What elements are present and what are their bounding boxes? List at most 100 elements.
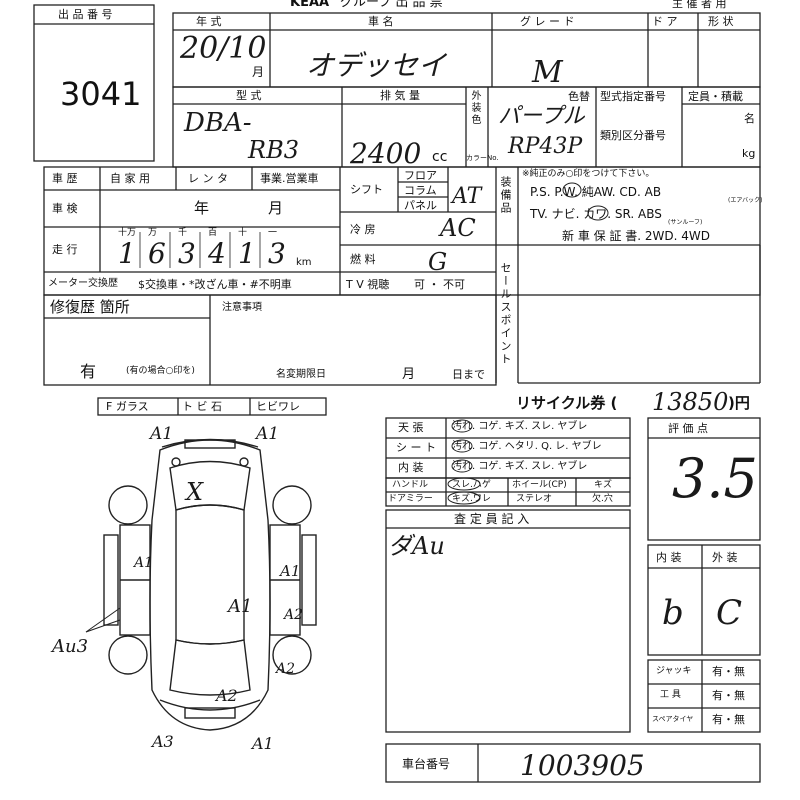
- displacement-value: 2400: [350, 137, 422, 170]
- repair-note: (有の場合○印を): [126, 366, 195, 376]
- exterior-grade-label: 外 装: [712, 551, 738, 564]
- tv-label: T V 視聴: [346, 278, 390, 291]
- form-title: グループ 出 品 票: [340, 0, 443, 10]
- mileage-unit: km: [296, 257, 312, 268]
- jack-value: 有・無: [712, 665, 745, 678]
- mileage-digit-5: 3: [268, 237, 286, 270]
- aircon-value: AC: [440, 214, 476, 242]
- aircon-label: 冷 房: [350, 223, 376, 236]
- mark-right-rear: A2: [284, 607, 304, 623]
- equip-line-1: P.S. P.W. 純AW. CD. AB: [530, 185, 662, 199]
- check-ceiling-label: 天 張: [398, 421, 424, 434]
- tools-label: 工 具: [660, 690, 681, 700]
- inspector-value: ダAu: [388, 532, 445, 560]
- sales-point-label: セールスポイント: [499, 262, 512, 366]
- color-change-label: 色替: [568, 90, 590, 103]
- exterior-color-label: 外装色: [469, 90, 480, 126]
- digit-label-1k: 千: [178, 228, 188, 238]
- interior-grade-value: b: [662, 593, 684, 633]
- mark-rear-right: A1: [252, 734, 274, 753]
- glass-f: F ガラス: [106, 400, 149, 413]
- mark-right-rear-2: A2: [276, 661, 296, 677]
- history-opt-business: 事業.営業車: [260, 172, 319, 185]
- mark-rear: A2: [216, 686, 238, 705]
- shift-value: AT: [452, 184, 482, 209]
- shift-opt-column: コラム: [404, 184, 437, 197]
- history-opt-rental: レ ン タ: [188, 172, 228, 185]
- tools-value: 有・無: [712, 689, 745, 702]
- check-interior-label: 内 装: [398, 461, 424, 474]
- check-mirror-label: ドアミラー: [388, 494, 433, 504]
- lot-label: 出 品 番 号: [58, 8, 113, 21]
- shape-label: 形 状: [708, 15, 734, 28]
- mileage-digit-1: 6: [148, 237, 166, 270]
- displacement-label: 排 気 量: [380, 89, 420, 102]
- check-ceiling-text: 汚れ. コゲ. キズ. スレ. ヤブレ: [452, 421, 588, 432]
- inspection-year: 年: [194, 199, 210, 217]
- glass-chip: ト ビ 石: [182, 400, 222, 413]
- spare-label: スペアタイヤ: [652, 715, 694, 723]
- tv-value: 可 ・ 不可: [414, 278, 465, 291]
- digit-label-10: 十: [238, 228, 248, 238]
- color-value: パープル: [498, 104, 585, 129]
- check-handle-c: キズ: [594, 480, 613, 490]
- inspector-label: 査 定 員 記 入: [454, 512, 530, 526]
- shift-opt-floor: フロア: [404, 169, 437, 182]
- lot-number: 3041: [60, 75, 142, 113]
- notes-label: 注意事項: [222, 302, 262, 313]
- equip-line-3: 新 車 保 証 書. 2WD. 4WD: [562, 229, 710, 243]
- cc-unit: cc: [432, 149, 448, 165]
- digit-label-100k: 十万: [118, 228, 137, 238]
- color-no-label: カラーNo.: [466, 154, 499, 162]
- inspection-month: 月: [268, 199, 284, 217]
- year-value: 20/10: [180, 31, 267, 66]
- spare-value: 有・無: [712, 713, 745, 726]
- deadline-month: 月: [402, 367, 416, 382]
- exterior-grade-value: C: [716, 593, 743, 633]
- spec-no-label: 型式指定番号: [600, 90, 666, 103]
- recycle-label: リサイクル券 (: [516, 394, 618, 412]
- brand-logo: KEAA: [290, 0, 330, 10]
- fuel-value: G: [428, 248, 448, 276]
- organizer-label: 主 催 者 用: [672, 0, 727, 10]
- equip-note: ※純正のみ○印をつけて下さい。: [522, 169, 655, 179]
- check-interior-text: 汚れ. コゲ. キズ. スレ. ヤブレ: [452, 461, 588, 472]
- mark-left-side: A1: [134, 555, 154, 571]
- equip-label: 装備品: [499, 176, 512, 215]
- check-mirror-c: 欠.穴: [592, 494, 613, 504]
- check-seat-text: 汚れ. コゲ. ヘタリ. Q. レ. ヤブレ: [452, 441, 602, 452]
- digit-label-10k: 万: [148, 228, 158, 238]
- jack-label: ジャッキ: [656, 666, 692, 676]
- deadline-label: 名変期限日: [276, 369, 326, 380]
- meter-label: メーター交換歴: [48, 278, 118, 289]
- mark-rear-left: A3: [152, 732, 174, 751]
- car-diagram: [103, 438, 317, 731]
- inspection-label: 車 検: [52, 202, 78, 215]
- mileage-digit-2: 3: [178, 237, 196, 270]
- grade-label: グ レ ー ド: [520, 15, 575, 28]
- type-value-2: RB3: [248, 136, 299, 164]
- deadline-until: 日まで: [452, 368, 485, 381]
- mark-roof: X: [186, 478, 204, 506]
- check-handle-label: ハンドル: [392, 480, 429, 490]
- fuel-label: 燃 料: [350, 253, 376, 266]
- mileage-label: 走 行: [52, 243, 78, 256]
- type-value: DBA-: [184, 108, 252, 138]
- score-value: 3.5: [672, 447, 758, 510]
- history-opt-private: 自 家 用: [110, 172, 150, 185]
- repair-label: 修復歴 箇所: [50, 298, 130, 316]
- meter-options: $交換車・*改ざん車・#不明車: [138, 278, 292, 291]
- shift-label: シフト: [350, 183, 383, 196]
- equip-line-2: TV. ナビ. カワ. SR. ABS: [530, 207, 662, 221]
- color-no-value: RP43P: [508, 134, 583, 159]
- check-mirror-a: キズ.ワレ: [452, 494, 491, 504]
- persons-unit: 名: [744, 112, 755, 125]
- score-label: 評 価 点: [668, 422, 708, 435]
- check-mirror-b: ステレオ: [516, 494, 553, 504]
- shift-opt-panel: パネル: [404, 199, 437, 212]
- type-label: 型 式: [236, 89, 262, 102]
- digit-label-1: 一: [268, 228, 278, 238]
- recycle-suffix: )円: [728, 394, 750, 412]
- history-label: 車 歴: [52, 172, 78, 185]
